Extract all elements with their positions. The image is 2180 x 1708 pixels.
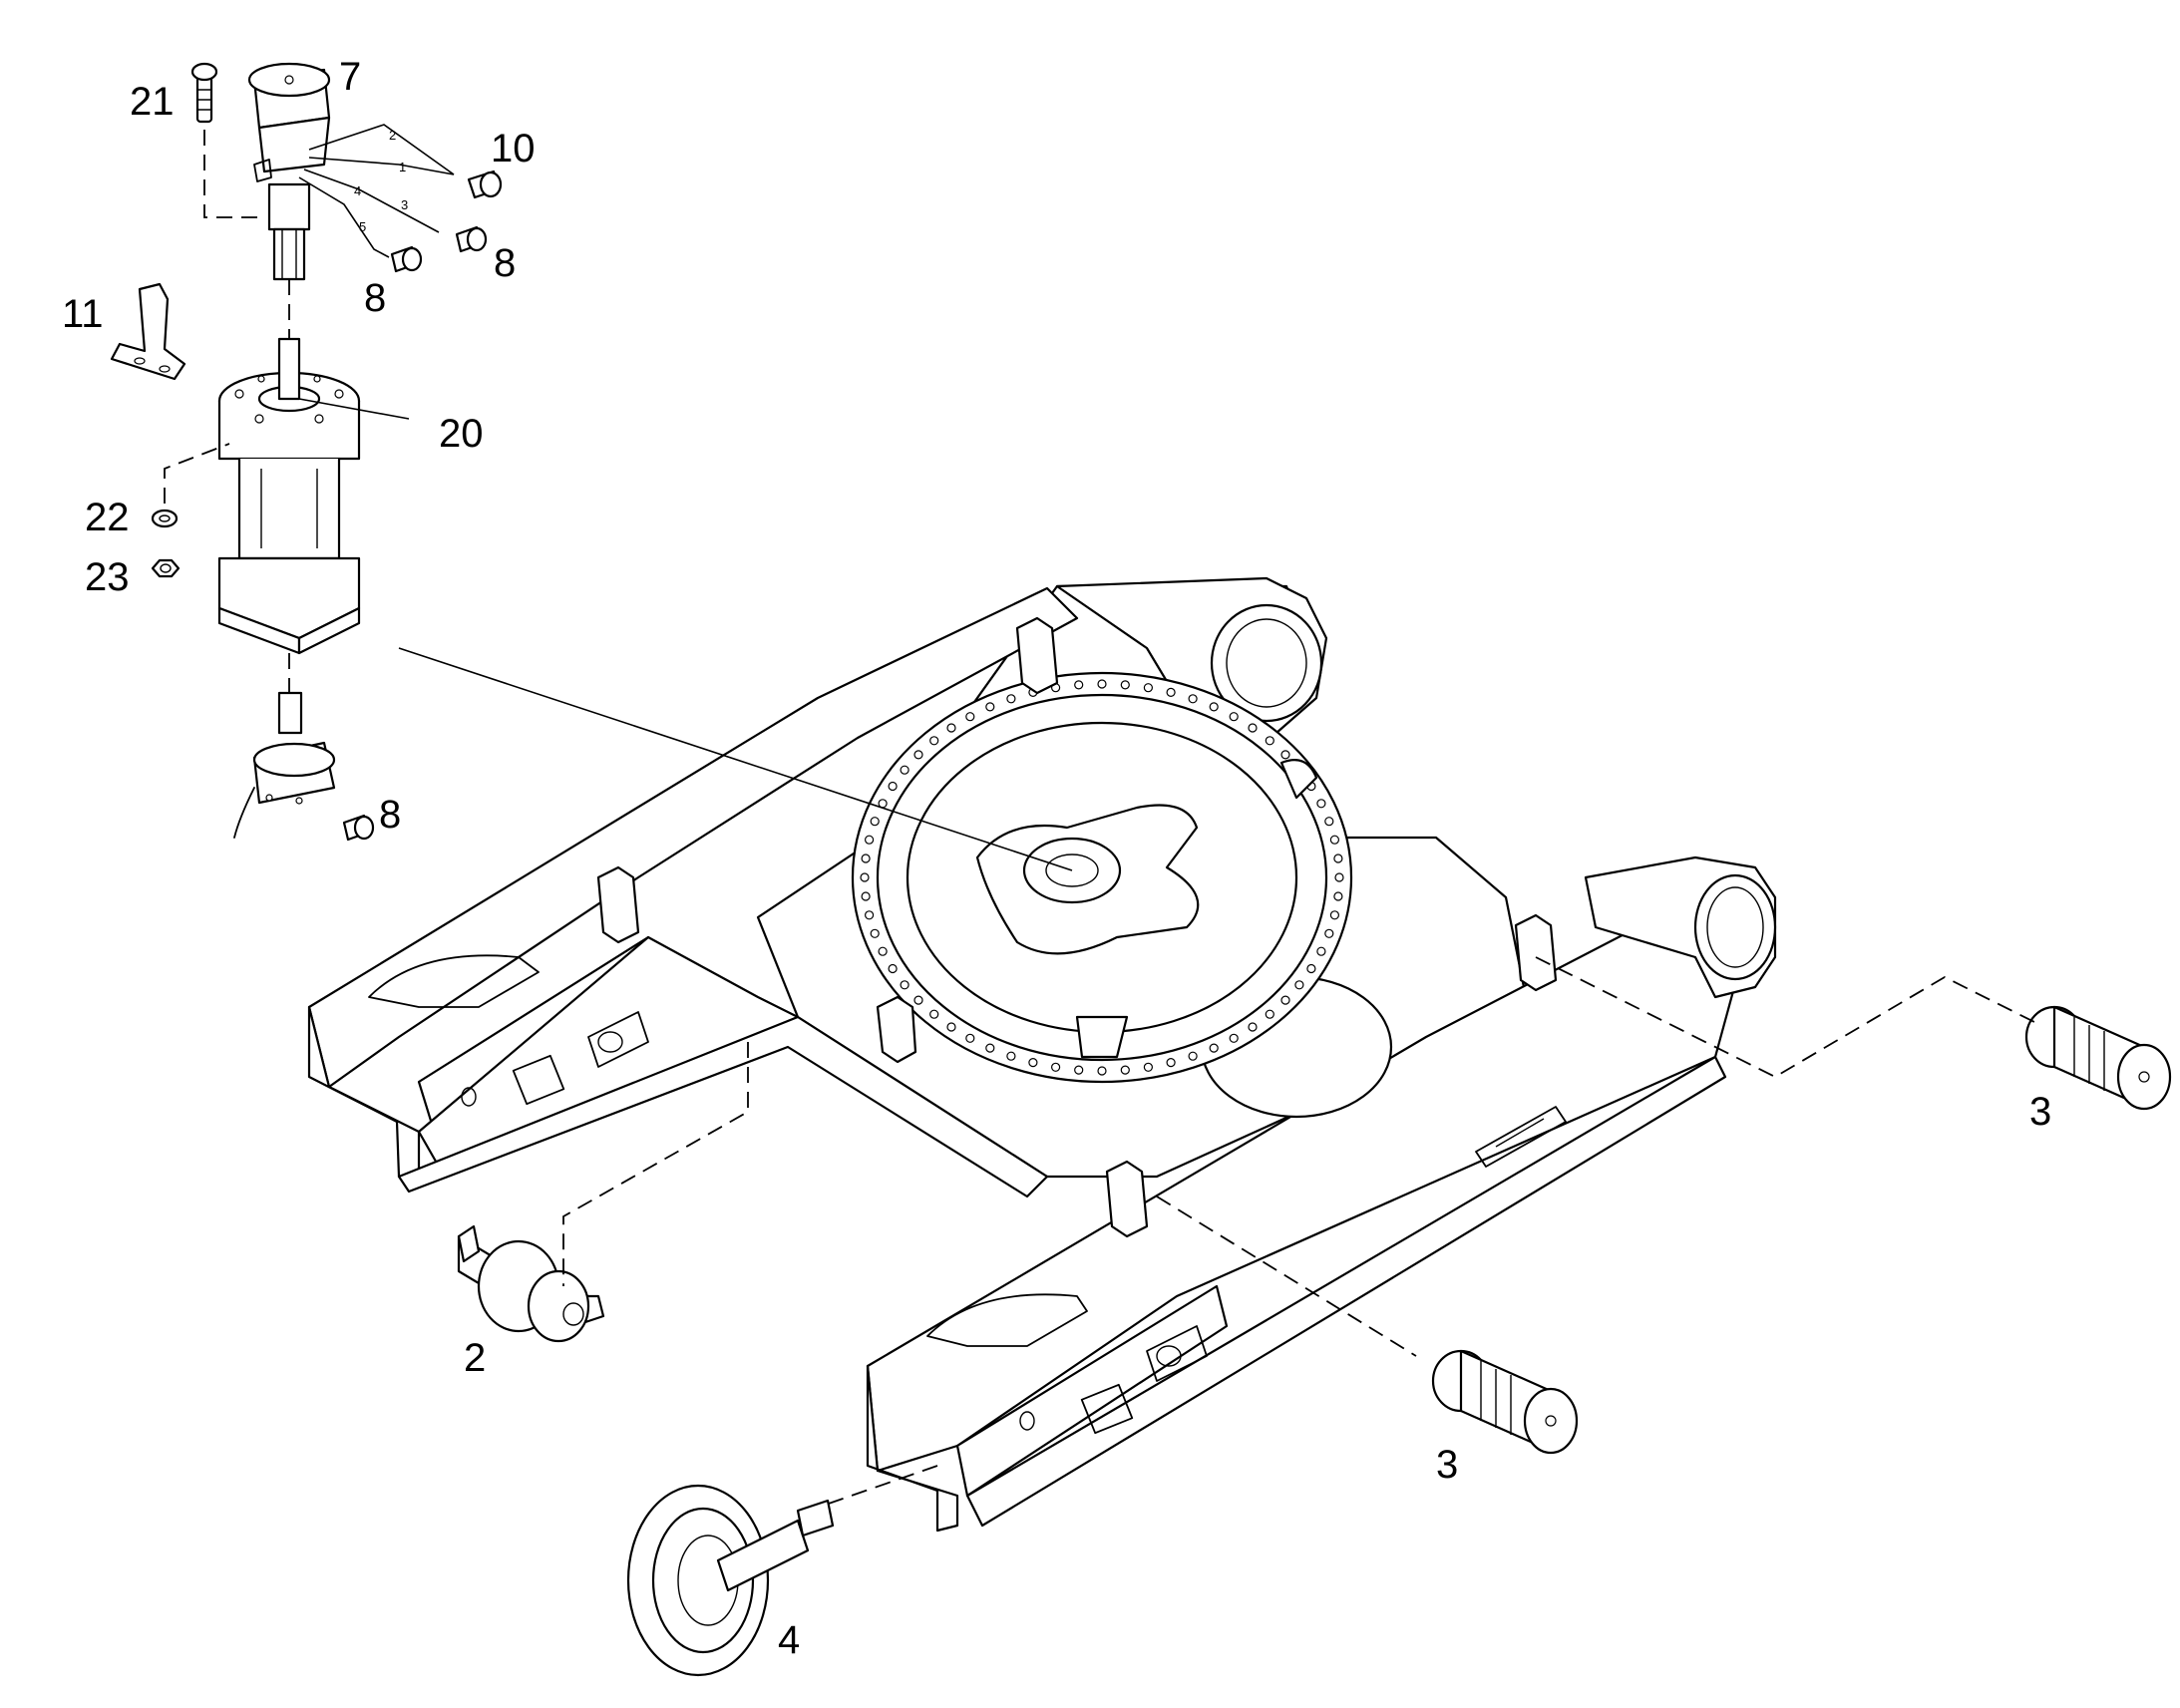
bolt-hole bbox=[1143, 683, 1154, 693]
bolt-hole bbox=[1265, 1009, 1274, 1019]
bolt-21 bbox=[190, 62, 218, 124]
callout-10: 10 bbox=[491, 127, 536, 171]
bolt-hole bbox=[1334, 872, 1344, 882]
bolt-hole bbox=[1209, 702, 1219, 712]
bolt-hole bbox=[1333, 891, 1343, 901]
callout-8-lower: 8 bbox=[379, 793, 401, 837]
callout-4: 4 bbox=[778, 1618, 800, 1662]
bolt-hole bbox=[1324, 928, 1334, 938]
bracket-11 bbox=[110, 282, 186, 381]
callout-7: 7 bbox=[339, 55, 361, 99]
sensor-assembly bbox=[233, 691, 336, 839]
bolt-hole bbox=[1248, 1022, 1258, 1032]
nut-23 bbox=[151, 558, 181, 578]
bolt-hole bbox=[900, 765, 909, 775]
plug-8-middle bbox=[390, 245, 423, 273]
bolt-hole bbox=[1209, 1043, 1219, 1053]
bolt-hole bbox=[1097, 1066, 1107, 1076]
idler-wheel-4 bbox=[626, 1484, 835, 1677]
swivel-cap-7 bbox=[247, 62, 331, 281]
bolt-hole bbox=[1280, 995, 1290, 1005]
bolt-hole bbox=[946, 723, 956, 733]
bolt-hole bbox=[888, 781, 898, 792]
bolt-hole bbox=[888, 963, 898, 974]
bolt-hole bbox=[1329, 835, 1340, 845]
callout-23: 23 bbox=[85, 555, 130, 599]
swing-ring-bolt-holes bbox=[860, 679, 1344, 1076]
bolt-hole bbox=[1316, 946, 1326, 956]
bolt-hole bbox=[870, 817, 880, 827]
bolt-hole bbox=[1248, 723, 1258, 733]
wire-number-2: 2 bbox=[389, 128, 396, 143]
bolt-hole bbox=[1143, 1062, 1154, 1072]
callout-8-upper: 8 bbox=[494, 241, 516, 285]
carrier-roller-2 bbox=[457, 1224, 605, 1343]
bolt-hole bbox=[861, 891, 871, 901]
bolt-hole bbox=[1074, 680, 1084, 690]
callout-22: 22 bbox=[85, 496, 130, 539]
wire-number-4: 4 bbox=[354, 183, 361, 198]
bolt-hole bbox=[1333, 854, 1343, 863]
plug-8-lower bbox=[342, 814, 375, 842]
swivel-joint-body-20 bbox=[217, 337, 361, 655]
bolt-hole bbox=[965, 1033, 975, 1043]
wire-number-5: 5 bbox=[359, 219, 366, 234]
bolt-hole bbox=[1294, 980, 1304, 990]
bolt-hole bbox=[1006, 694, 1016, 704]
washer-22 bbox=[151, 509, 179, 528]
bolt-hole bbox=[1316, 799, 1326, 809]
bolt-hole bbox=[1280, 750, 1290, 760]
bolt-hole bbox=[1097, 679, 1107, 689]
bolt-hole bbox=[1120, 1065, 1130, 1075]
bolt-hole bbox=[1166, 1057, 1176, 1068]
callout-3-right: 3 bbox=[2029, 1090, 2051, 1134]
callout-labels: 21 7 10 8 8 11 20 22 23 8 2 3 3 4 bbox=[62, 55, 2051, 1662]
track-roller-3-left bbox=[1431, 1349, 1579, 1455]
bolt-hole bbox=[985, 1043, 995, 1053]
bolt-hole bbox=[870, 928, 880, 938]
bolt-hole bbox=[1188, 694, 1198, 704]
bolt-hole bbox=[878, 946, 888, 956]
bolt-hole bbox=[929, 1009, 939, 1019]
fitting-10 bbox=[467, 170, 503, 199]
wire-number-3: 3 bbox=[401, 197, 408, 212]
bolt-hole bbox=[861, 854, 871, 863]
callout-3-left: 3 bbox=[1436, 1443, 1458, 1487]
bolt-hole bbox=[946, 1022, 956, 1032]
bolt-hole bbox=[929, 736, 939, 746]
wire-number-1: 1 bbox=[399, 160, 406, 174]
bolt-hole bbox=[913, 995, 923, 1005]
bolt-hole bbox=[1028, 1057, 1038, 1068]
callout-11: 11 bbox=[62, 292, 104, 336]
bolt-hole bbox=[965, 712, 975, 722]
bolt-hole bbox=[985, 702, 995, 712]
bolt-hole bbox=[864, 835, 875, 845]
plug-8-upper bbox=[455, 225, 488, 253]
bolt-hole bbox=[1166, 687, 1176, 698]
bolt-hole bbox=[1074, 1065, 1084, 1075]
bolt-hole bbox=[1188, 1051, 1198, 1061]
callout-20: 20 bbox=[439, 412, 484, 456]
bolt-hole bbox=[1324, 817, 1334, 827]
bolt-hole bbox=[1265, 736, 1274, 746]
bolt-hole bbox=[913, 750, 923, 760]
callout-21: 21 bbox=[130, 80, 175, 124]
assembly-lines bbox=[164, 124, 2035, 1507]
bolt-hole bbox=[1050, 1062, 1061, 1072]
callout-8-middle: 8 bbox=[364, 276, 386, 320]
bolt-hole bbox=[1229, 712, 1239, 722]
bolt-hole bbox=[1120, 680, 1130, 690]
bolt-hole bbox=[864, 910, 875, 920]
bolt-hole bbox=[1329, 910, 1340, 920]
bolt-hole bbox=[860, 872, 870, 882]
callout-2: 2 bbox=[464, 1336, 486, 1380]
bolt-hole bbox=[1229, 1033, 1239, 1043]
bolt-hole bbox=[1006, 1051, 1016, 1061]
undercarriage-frame bbox=[307, 576, 1777, 1533]
bolt-hole bbox=[1306, 963, 1316, 974]
wire-number-labels: 2 1 4 3 5 bbox=[354, 128, 408, 234]
bolt-hole bbox=[900, 980, 909, 990]
track-roller-3-right bbox=[2024, 1005, 2172, 1111]
